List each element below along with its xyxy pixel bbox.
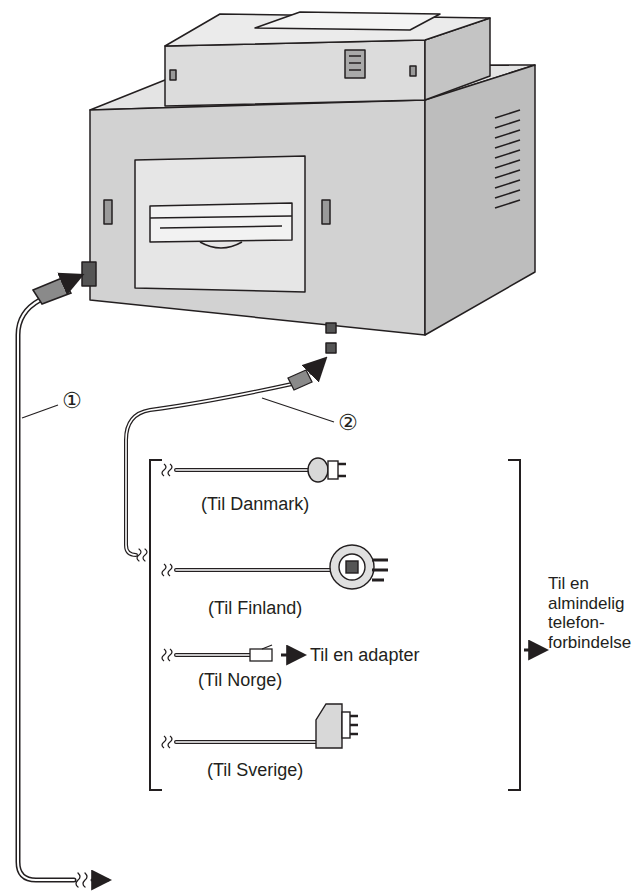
- country-label: (Til Norge): [198, 670, 282, 691]
- power-cord: [18, 300, 108, 887]
- danish-plug: [308, 458, 346, 482]
- country-label: (Til Sverige): [207, 760, 303, 781]
- finnish-plug: [330, 545, 388, 589]
- bracket: [150, 460, 162, 790]
- insert-arrow: [64, 276, 80, 283]
- break-marks: [162, 464, 172, 748]
- callout-number: ②: [338, 410, 358, 435]
- modular-plug: [250, 645, 272, 661]
- telephone-plug: [288, 370, 312, 390]
- note-label: Til en adapter: [310, 645, 419, 666]
- leader-line: [262, 398, 334, 422]
- country-label: (Til Danmark): [201, 494, 309, 515]
- arrow: [281, 654, 303, 657]
- cord-lines: [176, 470, 330, 742]
- insert-arrow: [310, 360, 324, 374]
- leader-line: [22, 405, 58, 418]
- country-label: (Til Finland): [208, 598, 302, 619]
- bracket: [508, 460, 520, 790]
- destination-label: Til en almindelig telefon- forbindelse: [548, 574, 633, 652]
- swedish-plug: [316, 704, 358, 748]
- printer: [82, 12, 535, 353]
- arrow: [524, 649, 545, 652]
- callout-number: ①: [62, 388, 82, 413]
